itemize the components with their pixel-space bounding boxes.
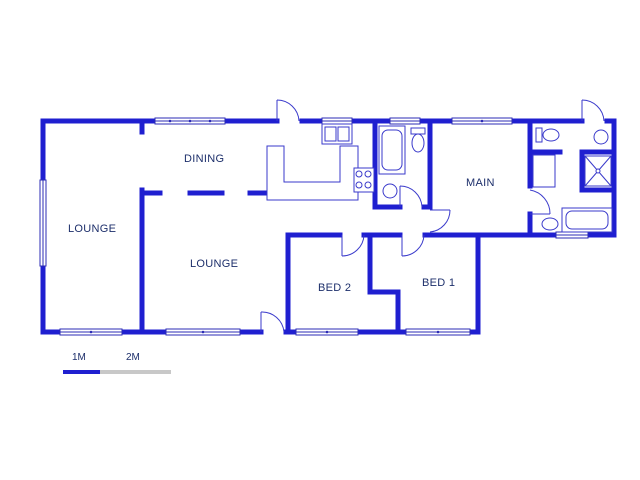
scale-label-1m: 1M <box>72 352 86 363</box>
basin-bathroom <box>382 183 398 199</box>
kitchen-sink <box>321 123 353 145</box>
window-lounge-left-bottom <box>59 328 123 336</box>
toilet-bathroom <box>410 127 426 153</box>
doors <box>260 99 605 333</box>
window-dining <box>154 117 226 125</box>
window-lounge-center-bottom <box>165 328 241 336</box>
toilet-ensuite-2 <box>541 217 559 231</box>
window-ensuite <box>555 231 589 239</box>
window-main <box>451 117 513 125</box>
scale-label-2m: 2M <box>126 352 140 363</box>
window-bed2 <box>295 328 359 336</box>
room-label-main: MAIN <box>466 177 495 189</box>
stove <box>353 167 375 193</box>
door-bed1 <box>401 234 425 257</box>
scale-bar <box>63 370 171 374</box>
window-lounge-left-side <box>39 179 47 267</box>
scale-bar-filled <box>63 370 100 374</box>
window-bed1 <box>405 328 471 336</box>
room-label-lounge-center: LOUNGE <box>190 258 239 270</box>
interior-walls <box>139 118 617 335</box>
room-label-bed2: BED 2 <box>318 282 352 294</box>
shower <box>584 155 612 187</box>
bathtub-ensuite <box>561 207 613 233</box>
fixtures <box>266 123 613 233</box>
scale-bar-empty <box>100 370 171 374</box>
toilet-ensuite <box>535 127 560 143</box>
door-ensuite-exterior <box>581 99 605 122</box>
window-bathroom <box>389 117 421 125</box>
window-kitchen <box>321 117 353 125</box>
windows <box>39 117 589 336</box>
door-front <box>276 99 300 122</box>
room-label-lounge-left: LOUNGE <box>68 223 117 235</box>
door-main <box>429 209 451 233</box>
wardrobe-main <box>532 154 556 188</box>
bathtub <box>378 125 406 175</box>
door-ensuite <box>529 189 551 215</box>
room-label-dining: DINING <box>184 153 225 165</box>
door-lounge-exterior <box>260 311 285 333</box>
door-bathroom <box>399 185 423 208</box>
room-label-bed1: BED 1 <box>422 277 456 289</box>
kitchen-counter <box>266 145 359 201</box>
door-bed2 <box>341 234 365 257</box>
basin-ensuite <box>593 129 609 145</box>
